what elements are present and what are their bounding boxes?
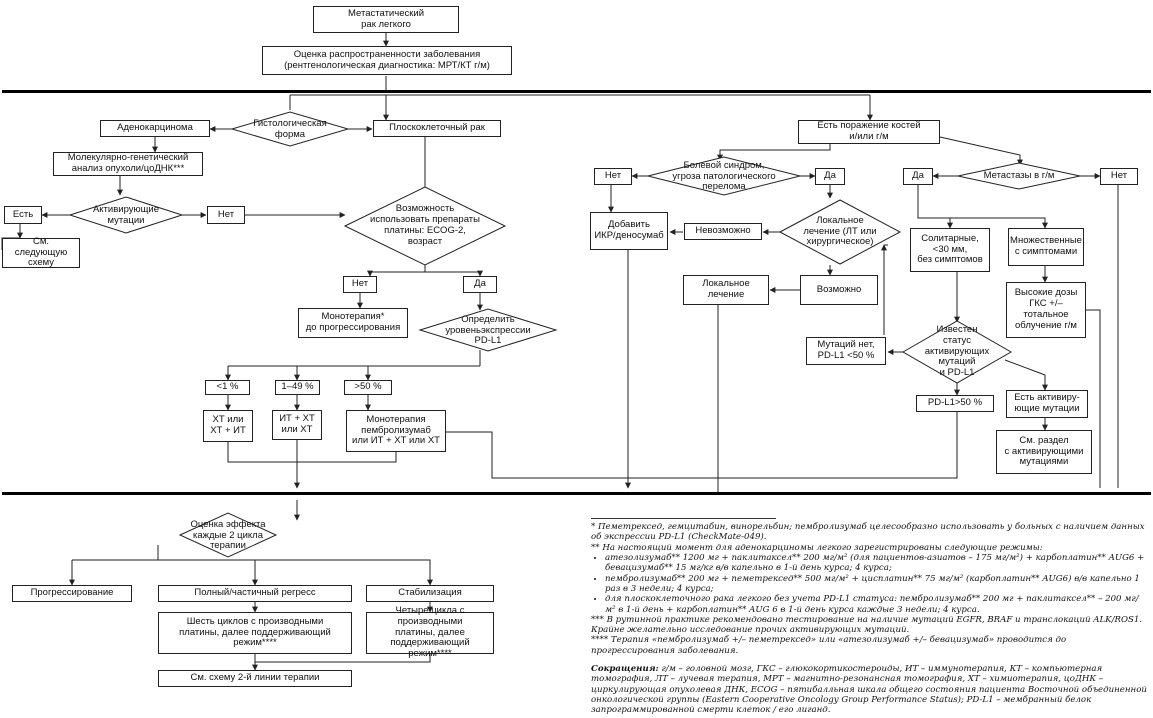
pdl1-diamond [418, 308, 558, 352]
second-line-box: См. схему 2-й линии терапии [158, 670, 352, 687]
impossible-box: Невозможно [684, 223, 762, 240]
has-mutations-box: Есть активиру- ющие мутации [1006, 390, 1088, 418]
platinum-diamond [343, 186, 507, 266]
regimen-2: пембролизумаб** 200 мг + пеметрексед** 5… [605, 574, 1147, 595]
regression-box: Полный/частичный регресс [158, 585, 352, 602]
platinum-label: Возможность использовать препараты плати… [370, 203, 480, 247]
lt1-box: <1 % [205, 380, 250, 395]
yes-platinum-box: Да [463, 276, 497, 293]
footnote-separator [591, 518, 776, 519]
bone-box: Есть поражение костей и/или г/м [798, 120, 940, 144]
local-treatment-box: Локальное лечение [683, 275, 769, 305]
footnotes: * Пеметрексед, гемцитабин, винорельбин; … [591, 518, 1147, 716]
evaluate-label: Оценка эффекта каждые 2 цикла терапии [190, 518, 266, 552]
no-meta-box: Нет [1100, 168, 1138, 185]
possible-box: Возможно [800, 275, 878, 305]
assessment-box: Оценка распространенности заболевания (р… [262, 46, 512, 75]
note-2: ** На настоящий момент для аденокарцином… [591, 542, 1043, 553]
pdl1-gt50-box: PD-L1>50 % [916, 395, 994, 412]
see-section-box: См. раздел с активирующими мутациями [996, 430, 1092, 474]
note-4: **** Терапия «пембролизумаб +/– пеметрек… [591, 635, 1067, 656]
squamous-box: Плоскоклеточный рак [373, 120, 501, 137]
six-cycles-box: Шесть циклов с производными платины, дал… [158, 612, 352, 654]
ikr-box: Добавить ИКР/деносумаб [590, 212, 668, 250]
four-cycles-box: Четыре цикла с производными платины, дал… [366, 605, 494, 659]
no-platinum-box: Нет [343, 276, 377, 293]
multiple-box: Множественные с симптомами [1008, 228, 1084, 266]
activating-diamond [68, 196, 184, 234]
yes-left-box: Есть [4, 206, 42, 224]
yes-meta-box: Да [903, 168, 933, 185]
status-label: Известен статус активирующих мутаций и P… [924, 323, 990, 379]
abbreviations-text: г/м – головной мозг, ГКС – глюкокортикос… [591, 664, 1147, 716]
stabilization-box: Стабилизация [366, 585, 494, 602]
it-xt-box: ИТ + ХТ или ХТ [272, 410, 322, 440]
no-mutations-box: Мутаций нет, PD-L1 <50 % [806, 337, 886, 365]
brain-diamond [957, 162, 1081, 190]
solitary-box: Солитарные, <30 мм, без симптомов [910, 228, 990, 272]
r1-49-box: 1–49 % [275, 380, 320, 395]
monotherapy-box: Монотерапия* до прогрессирования [298, 308, 408, 338]
top-divider [2, 90, 1151, 93]
regimen-3: для плоскоклеточного рака легкого без уч… [605, 594, 1147, 615]
see-next-box: См. следующую схему [2, 236, 80, 268]
pain-diamond [647, 156, 801, 196]
high-dose-box: Высокие дозы ГКС +/– тотальное облучение… [1006, 282, 1086, 338]
no-mid-box: Нет [207, 206, 245, 224]
metastatic-box: Метастатический рак легкого [313, 6, 459, 33]
progression-box: Прогрессирование [12, 585, 132, 602]
activating-label: Активирующие мутации [92, 204, 160, 226]
note-1: * Пеметрексед, гемцитабин, винорельбин; … [591, 522, 1145, 543]
mono-pembro-box: Монотерапия пембролизумаб или ИТ + ХТ ил… [346, 410, 446, 452]
histology-diamond [230, 111, 350, 147]
pain-label: Болевой синдром, угроза патологического … [672, 159, 776, 193]
abbreviations-label: Сокращения: [591, 664, 659, 675]
adenocarcinoma-box: Аденокарцинома [100, 120, 210, 137]
bottom-divider [2, 492, 1151, 495]
brain-meta-label: Метастазы в г/м [983, 170, 1055, 182]
pdl1-label: Определить уровеньэкспрессии PD-L1 [445, 313, 531, 347]
gt50-box: >50 % [344, 380, 392, 395]
local-diamond [778, 199, 902, 265]
regimen-list: атезолизумаб** 1200 мг + паклитаксел** 2… [591, 553, 1147, 615]
xt-it-box: ХТ или ХТ + ИТ [203, 410, 253, 442]
local-treatment-label: Локальное лечение (ЛТ или хирургическое) [803, 214, 877, 248]
status-diamond [901, 320, 1013, 384]
regimen-1: атезолизумаб** 1200 мг + паклитаксел** 2… [605, 553, 1147, 574]
note-3: *** В рутинной практике рекомендовано те… [591, 614, 1143, 636]
abbreviations: Сокращения: г/м – головной мозг, ГКС – г… [591, 664, 1147, 716]
molecular-box: Молекулярно-генетический анализ опухоли/… [53, 152, 203, 176]
yes-pain-box: Да [815, 168, 845, 185]
histology-label: Гистологическая форма [253, 118, 327, 140]
evaluate-diamond [178, 512, 278, 558]
no-pain-box: Нет [594, 168, 632, 185]
